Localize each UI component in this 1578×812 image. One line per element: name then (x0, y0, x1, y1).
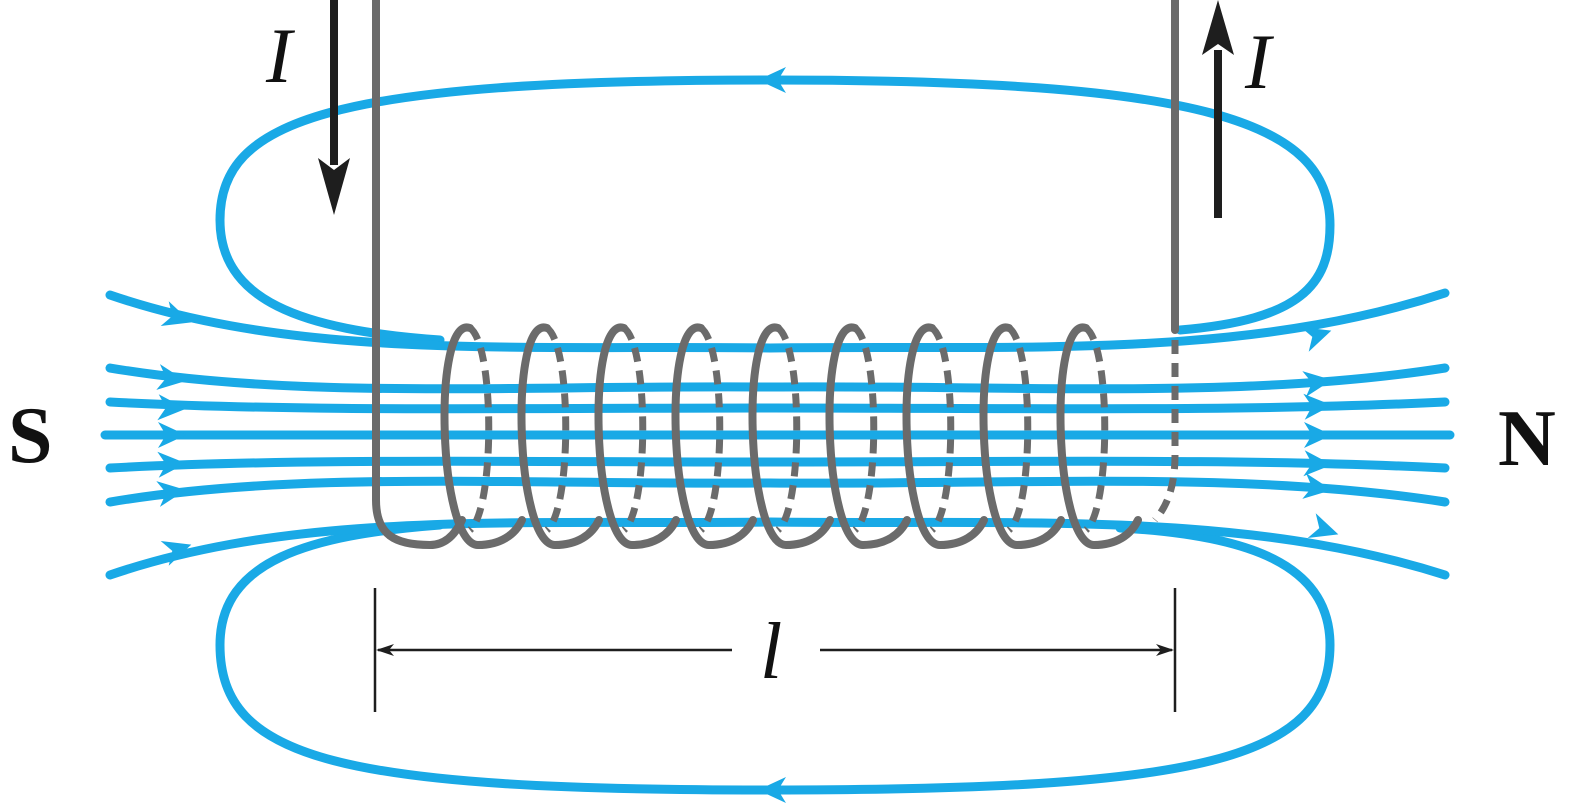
field-arrow-icon (157, 451, 186, 478)
coil-turn-front-2 (517, 323, 603, 550)
current-arrows (318, 0, 1234, 218)
field-arrowheads (156, 67, 1339, 803)
south-pole-label: S (8, 392, 53, 480)
field-arrow-icon (156, 364, 186, 390)
current-in-label: I (265, 12, 296, 99)
coil-turn-front-5 (748, 323, 834, 550)
coil-turn-back-6 (852, 325, 878, 533)
field-arrow-icon (158, 422, 186, 448)
field-arrow-icon (1302, 473, 1332, 499)
coil-turn-front-4 (671, 323, 757, 550)
north-pole-label: N (1498, 395, 1556, 483)
field-arrow-icon (156, 481, 186, 507)
current-in-arrowhead-icon (318, 158, 350, 215)
coil-front-turns (440, 323, 1142, 550)
coil-turn-back-3 (621, 325, 647, 533)
field-arrow-icon (160, 301, 192, 327)
field-arrow-icon (160, 540, 192, 566)
field-line-3 (105, 397, 1450, 414)
field-arrow-icon (1303, 450, 1332, 477)
field-line-1 (105, 288, 1450, 353)
coil-turn-back-7 (929, 325, 955, 533)
current-out-arrowhead-icon (1202, 0, 1234, 55)
coil-turn-front-3 (594, 323, 680, 550)
coil-turn-front-7 (902, 323, 988, 550)
field-loop-top (215, 75, 1335, 345)
field-arrow-icon (1300, 326, 1332, 352)
field-arrow-icon (1307, 513, 1339, 539)
field-arrow-icon (1303, 393, 1332, 420)
field-line-2 (105, 363, 1450, 394)
internal-field-lines (100, 288, 1455, 580)
coil-turn-front-6 (825, 323, 911, 550)
lead-wire-right-bottom (1152, 340, 1179, 523)
field-line-5 (105, 456, 1450, 473)
length-dimension (373, 588, 1177, 712)
coil-turn-back-2 (544, 325, 570, 533)
coil-turn-back-1 (467, 325, 493, 533)
field-arrow-icon (1304, 422, 1332, 448)
field-arrow-icon (157, 394, 186, 421)
coil-turn-front-8 (979, 323, 1065, 550)
coil-back-turns (467, 325, 1109, 533)
field-arrow-icon (758, 67, 786, 93)
current-out-label: I (1244, 18, 1275, 105)
coil-turn-back-9 (1083, 325, 1109, 533)
coil-turn-back-8 (1006, 325, 1032, 533)
coil-turn-front-1 (440, 323, 526, 550)
coil-turn-front-9 (1056, 323, 1142, 550)
field-arrow-icon (758, 777, 786, 803)
lead-wires (372, 0, 1179, 550)
coil-turn-back-5 (775, 325, 801, 533)
length-label: l (760, 608, 782, 696)
lead-wire-left (372, 0, 466, 550)
field-arrow-icon (1302, 371, 1332, 397)
coil-turn-back-4 (698, 325, 724, 533)
field-line-6 (105, 476, 1450, 507)
